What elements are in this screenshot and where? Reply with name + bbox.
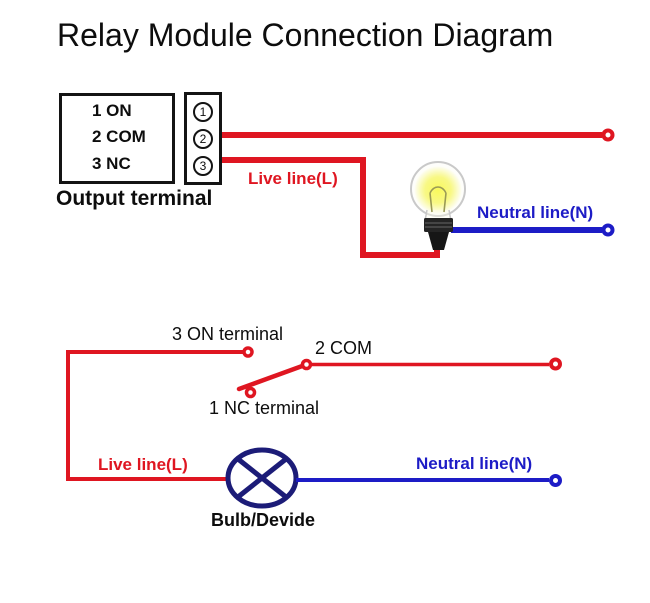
live-wire-end-terminal-top (601, 128, 615, 142)
bulb-glow (414, 166, 462, 214)
bulb-glass (410, 161, 466, 217)
live-wire-nc-to-bulb (221, 157, 440, 258)
live-line-label-top: Live line(L) (248, 169, 338, 188)
neutral-line-label-bottom: Neutral line(N) (416, 454, 533, 473)
com-terminal-contact (300, 358, 313, 371)
neutral-wire-end-terminal-bottom (549, 474, 562, 487)
output-box-row-on: 1 ON (92, 101, 132, 120)
schematic-left-wire (66, 350, 243, 481)
com-terminal-label: 2 COM (315, 338, 373, 358)
nc-terminal-label: 1 NC terminal (209, 398, 320, 418)
bulb-filament (429, 186, 447, 213)
on-terminal-label: 3 ON terminal (172, 324, 284, 344)
live-wire-end-terminal-bottom (549, 357, 562, 371)
output-terminal-caption: Output terminal (56, 187, 213, 210)
terminal-pin-3: 3 (193, 156, 213, 176)
page-title: Relay Module Connection Diagram (57, 17, 554, 53)
bulb-symbol-icon (225, 447, 299, 509)
output-box-row-com: 2 COM (92, 127, 146, 146)
switch-arm (236, 362, 308, 392)
neutral-line-label-top: Neutral line(N) (477, 203, 594, 222)
bulb-device-label: Bulb/Devide (211, 510, 316, 530)
bulb-socket-ridges (425, 222, 452, 228)
output-terminal-box (59, 93, 175, 184)
nc-terminal-contact (244, 386, 257, 399)
on-terminal-contact (242, 346, 254, 358)
output-box-row-nc: 3 NC (92, 154, 131, 173)
bulb-socket-tip (428, 232, 449, 250)
terminal-pin-2: 2 (193, 129, 213, 149)
live-line-label-bottom: Live line(L) (98, 455, 188, 474)
neutral-wire-end-terminal-top (601, 223, 615, 237)
light-bulb-illustration (410, 161, 466, 250)
bulb-socket (424, 218, 453, 232)
terminal-pin-1: 1 (193, 102, 213, 122)
